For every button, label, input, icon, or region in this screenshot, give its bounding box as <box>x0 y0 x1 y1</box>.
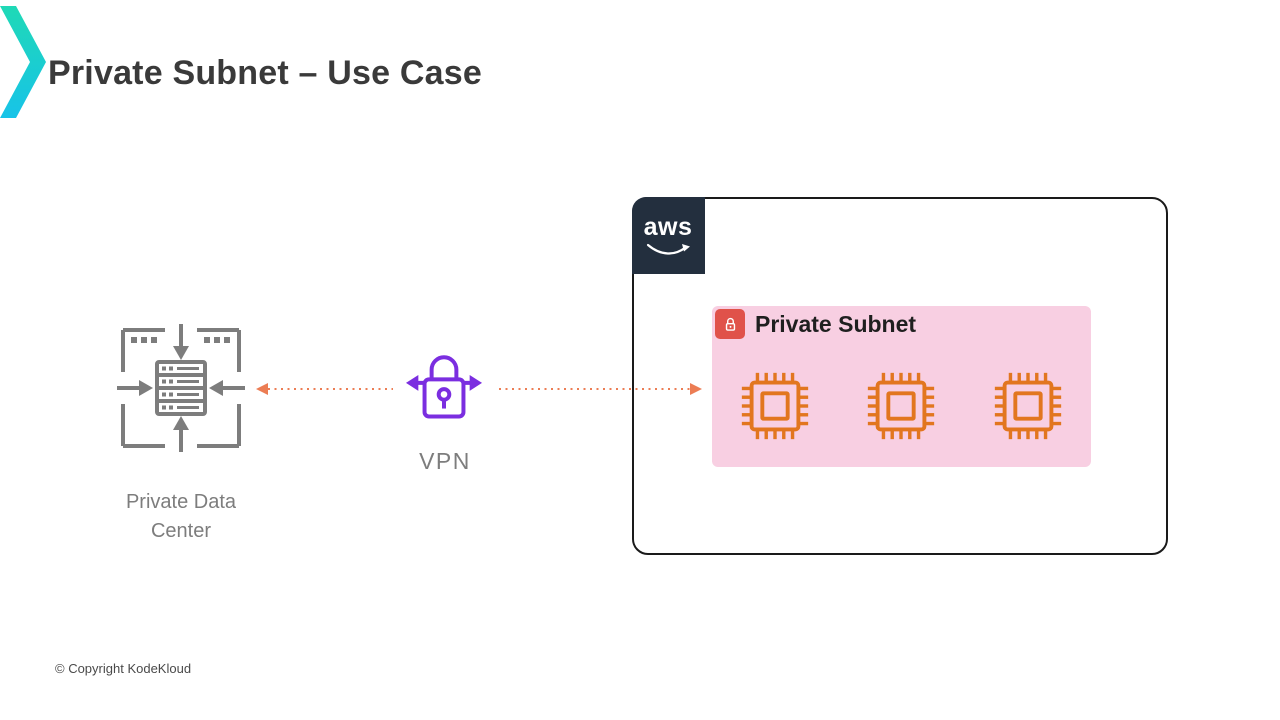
dotted-arrow-left-icon <box>254 381 394 402</box>
datacenter-label: Private Data Center <box>125 491 237 542</box>
copyright-text: © Copyright KodeKloud <box>55 661 192 676</box>
aws-logo-tab: aws <box>631 196 705 274</box>
vpn-lock-arrows-icon <box>404 344 484 433</box>
chips-row <box>712 352 1091 459</box>
page-title: Private Subnet – Use Case <box>48 54 482 92</box>
chip-icon <box>989 367 1067 445</box>
kodekloud-chevron-icon <box>0 6 46 123</box>
datacenter-server-icon <box>111 318 251 463</box>
chip-icon <box>736 367 814 445</box>
subnet-lock-badge <box>715 309 745 339</box>
dotted-arrow-right-icon <box>498 381 704 402</box>
aws-logo-text: aws <box>643 212 693 241</box>
vpn-label: VPN <box>419 448 471 474</box>
aws-cloud-box: aws Private Subnet <box>631 196 1168 555</box>
subnet-title: Private Subnet <box>755 311 917 337</box>
private-subnet-box: Private Subnet <box>712 306 1091 467</box>
chip-icon <box>862 367 940 445</box>
lock-icon <box>725 317 735 331</box>
aws-smile-icon <box>646 243 690 255</box>
